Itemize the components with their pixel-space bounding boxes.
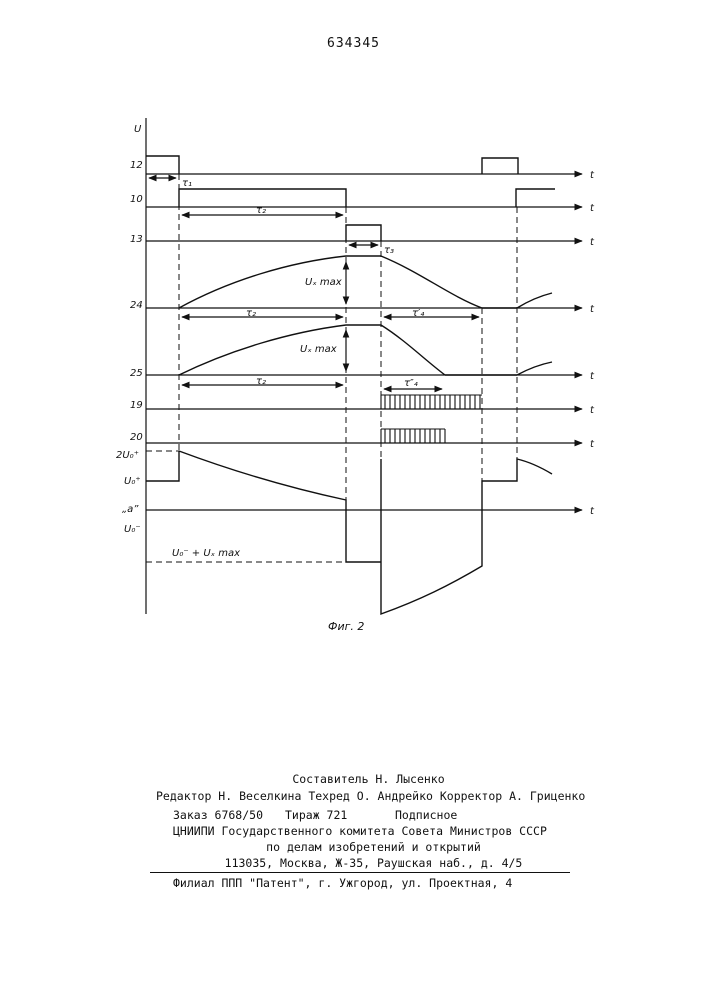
row-label-24: 24 [130, 300, 143, 311]
t-label-a: t [590, 506, 595, 517]
level-label-u0m: U₀⁻ [124, 524, 141, 535]
imprint-circulation: Тираж 721 [285, 808, 347, 822]
imprint-order: Заказ 6768/50 [173, 808, 263, 822]
tau2-label-10: τ₂ [256, 205, 266, 216]
level-label-u0p: U₀⁺ [124, 476, 141, 487]
imprint-compiler: Составитель Н. Лысенко [0, 772, 707, 786]
waveform-13 [346, 225, 381, 241]
u0-uxmax-label: U₀⁻ + Uₓ max [172, 548, 240, 559]
imprint-org1: ЦНИИПИ Государственного комитета Совета … [173, 824, 547, 838]
row-label-25: 25 [130, 368, 143, 379]
u-axis-label: U [134, 124, 142, 135]
row-label-19: 19 [130, 400, 143, 411]
t-label-13: t [590, 237, 595, 248]
t-label-25: t [590, 371, 595, 382]
tau2-label-24: τ₂ [246, 308, 256, 319]
tau3-label: τ₃ [384, 245, 394, 256]
tau4p-label: τ′₄ [412, 308, 424, 319]
waveform-10 [179, 189, 555, 207]
figure-caption: Фиг. 2 [328, 620, 364, 633]
imprint-org2: по делам изобретений и открытий [0, 840, 707, 854]
level-label-a: „a” [122, 504, 139, 515]
row-label-12: 12 [130, 160, 143, 171]
t-label-20: t [590, 439, 595, 450]
waveform-output [146, 451, 552, 614]
row-label-10: 10 [130, 194, 143, 205]
t-label-10: t [590, 203, 595, 214]
pulse-train-20 [381, 429, 445, 443]
imprint-subscription: Подписное [395, 808, 457, 822]
waveform-12 [146, 156, 518, 174]
t-label-12: t [590, 170, 595, 181]
level-label-2u0p: 2U₀⁺ [116, 450, 139, 461]
pulse-train-19 [381, 395, 482, 409]
imprint-separator [150, 872, 570, 873]
t-label-19: t [590, 405, 595, 416]
tau2-label-25: τ₂ [256, 376, 266, 387]
t-label-24: t [590, 304, 595, 315]
row-label-13: 13 [130, 234, 143, 245]
imprint-address: 113035, Москва, Ж-35, Раушская наб., д. … [0, 856, 707, 870]
uxmax-label-25: Uₓ max [300, 344, 337, 355]
imprint-editors: Редактор Н. Веселкина Техред О. Андрейко… [156, 789, 585, 803]
timing-diagram: U t t t t t t t t 12 10 13 24 25 19 20 2… [0, 0, 707, 660]
imprint-row-order: Заказ 6768/50 Тираж 721 Подписное [173, 808, 573, 822]
waveform-24 [179, 256, 552, 308]
tau4pp-label: τ″₄ [404, 378, 418, 389]
uxmax-label-24: Uₓ max [305, 277, 342, 288]
tau1-label: τ₁ [182, 178, 192, 189]
imprint-branch: Филиал ППП "Патент", г. Ужгород, ул. Про… [173, 876, 512, 890]
waveform-25 [179, 325, 552, 375]
row-label-20: 20 [130, 432, 143, 443]
